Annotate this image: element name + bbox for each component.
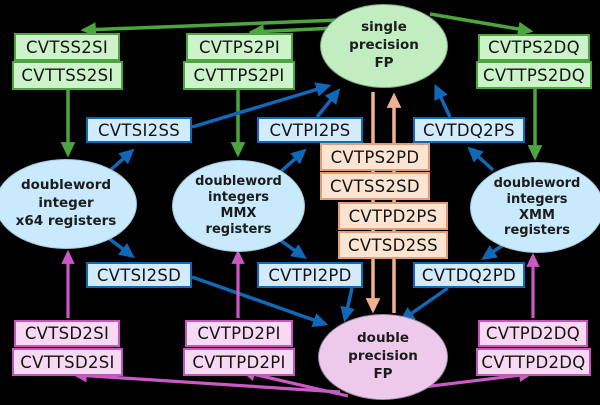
arrow-mmx-to-cvtpi2ps: [276, 148, 307, 176]
box-cvttps2pi: CVTTPS2PI: [183, 61, 295, 90]
box-cvttpd2dq: CVTTPD2DQ: [476, 348, 591, 376]
node-doubleword-integers-mmx: doubleword integers MMX registers: [172, 160, 305, 252]
box-cvtps2pd: CVTPS2PD: [320, 143, 430, 171]
arrow-doublefp-to-cvttpd2pi: [240, 367, 349, 398]
arrow-cvtpi2ps-to-singlefp: [315, 88, 341, 119]
node-double-precision-fp: double precision FP: [318, 314, 448, 400]
arrow-doublefp-to-cvttsd2si: [72, 368, 341, 394]
arrow-cvtdq2ps-to-singlefp: [434, 83, 452, 118]
box-cvtss2sd: CVTSS2SD: [320, 172, 430, 200]
box-cvtdq2pd: CVTDQ2PD: [413, 262, 525, 288]
box-cvtps2dq: CVTPS2DQ: [478, 34, 590, 61]
box-cvtpd2pi: CVTPD2PI: [185, 320, 293, 347]
node-doubleword-integer-x64: doubleword integer x64 registers: [0, 159, 137, 249]
box-cvttpd2pi: CVTTPD2PI: [183, 348, 295, 376]
arrow-cvtdq2pd-to-doublefp: [399, 286, 449, 322]
arrow-mmx-to-cvtpi2pd: [278, 238, 307, 260]
box-cvtsi2sd: CVTSI2SD: [86, 262, 192, 288]
box-cvtps2pi: CVTPS2PI: [186, 33, 293, 61]
box-cvtpi2ps: CVTPI2PS: [257, 117, 363, 143]
box-cvtsd2ss: CVTSD2SS: [338, 231, 448, 259]
box-cvtpd2dq: CVTPD2DQ: [478, 320, 588, 347]
node-doubleword-integers-xmm: doubleword integers XMM registers: [470, 162, 600, 253]
arrow-cvtsi2ss-to-singlefp: [191, 82, 332, 129]
arrow-cvtpi2pd-to-doublefp: [340, 287, 355, 323]
box-cvtss2si: CVTSS2SI: [14, 33, 120, 61]
arrow-singlefp-to-cvtps2pi: [248, 24, 337, 39]
arrow-xmm-to-cvtdq2ps: [467, 146, 495, 172]
arrow-x64-to-cvtsi2sd: [105, 235, 135, 259]
arrow-cvtsi2sd-to-doublefp: [191, 275, 329, 327]
box-cvttss2si: CVTTSS2SI: [12, 61, 123, 90]
box-cvttps2dq: CVTTPS2DQ: [476, 61, 592, 89]
box-cvtsi2ss: CVTSI2SS: [86, 117, 192, 143]
box-cvtpi2pd: CVTPI2PD: [257, 262, 363, 288]
box-cvtdq2ps: CVTDQ2PS: [413, 117, 525, 143]
arrow-singlefp-to-cvtps2dq: [429, 12, 534, 37]
box-cvttsd2si: CVTTSD2SI: [12, 348, 123, 376]
node-single-precision-fp: single precision FP: [320, 4, 448, 88]
box-cvtpd2ps: CVTPD2PS: [338, 202, 448, 230]
arrow-singlefp-to-cvtss2si: [80, 18, 341, 37]
box-cvtsd2si: CVTSD2SI: [14, 320, 120, 347]
